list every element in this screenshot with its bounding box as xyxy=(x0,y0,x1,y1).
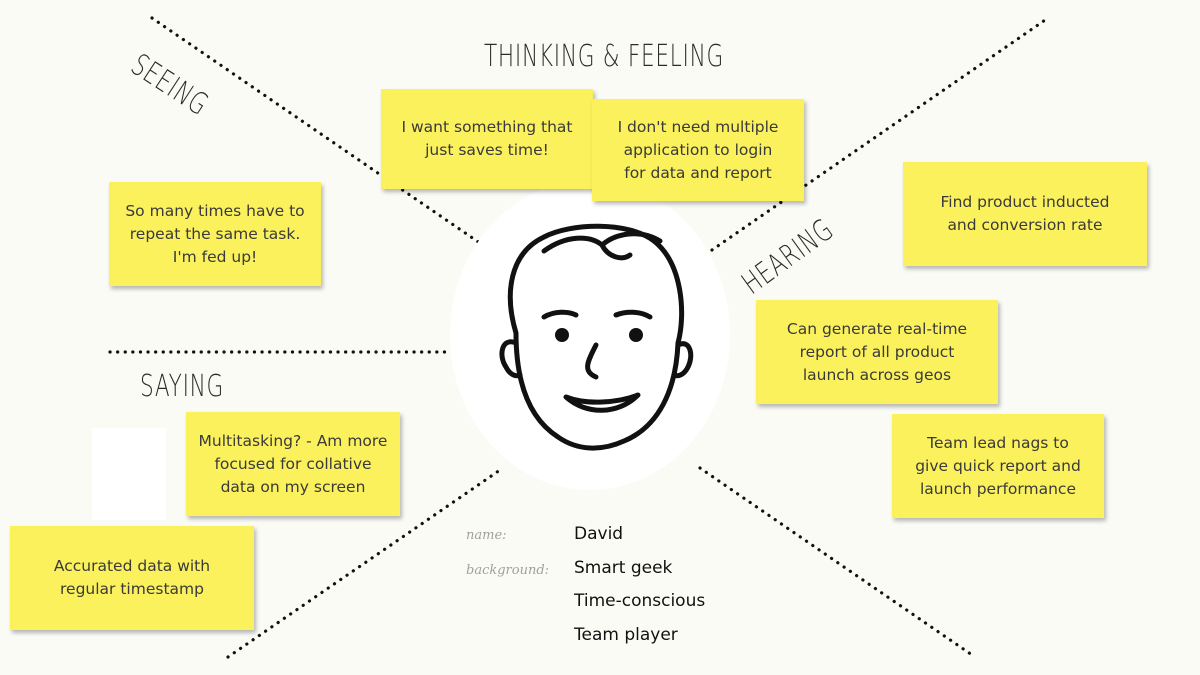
persona-name: David xyxy=(574,524,624,544)
sticky-note-hearing-1[interactable]: Find product inducted and conversion rat… xyxy=(903,162,1147,266)
sticky-note-saying-1[interactable]: Multitasking? - Am more focused for coll… xyxy=(186,412,400,516)
persona-background-label: background: xyxy=(466,563,550,578)
divider-bottom-right xyxy=(698,466,977,659)
sticky-note-seeing-1[interactable]: So many times have to repeat the same ta… xyxy=(109,182,321,286)
persona-name-label: name: xyxy=(466,528,507,543)
persona-background-item: Smart geek xyxy=(574,558,673,578)
sticky-note-thinking-1[interactable]: I want something that just saves time! xyxy=(381,89,593,189)
divider-top-left xyxy=(150,16,492,252)
persona-background-item: Team player xyxy=(574,625,678,645)
sticky-note-hearing-3[interactable]: Team lead nags to give quick report and … xyxy=(892,414,1104,518)
section-thinking-feeling: THINKING & FEELING xyxy=(484,39,724,74)
sticky-note-hearing-2[interactable]: Can generate real-time report of all pro… xyxy=(756,300,998,404)
section-saying: SAYING xyxy=(140,369,224,404)
persona-background-item: Time-conscious xyxy=(574,591,706,611)
divider-bottom-left xyxy=(226,468,502,659)
face-icon xyxy=(499,223,694,451)
empty-card xyxy=(92,428,166,520)
sticky-note-thinking-2[interactable]: I don't need multiple application to log… xyxy=(592,99,804,201)
divider-top-right xyxy=(710,16,1050,252)
sticky-note-saying-2[interactable]: Accurated data with regular timestamp xyxy=(10,526,254,630)
